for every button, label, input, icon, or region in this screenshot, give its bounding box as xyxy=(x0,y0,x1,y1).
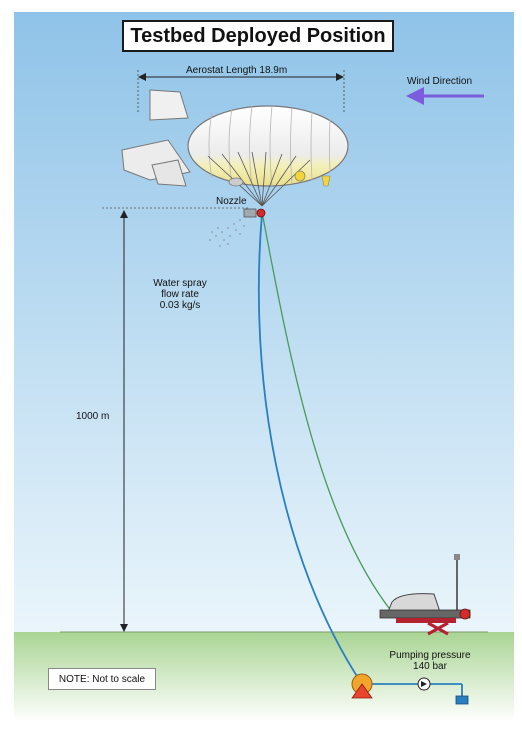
pumping-pressure-line2: 140 bar xyxy=(413,661,447,672)
water-tank-icon xyxy=(455,695,469,705)
note-box: NOTE: Not to scale xyxy=(48,668,156,690)
pumping-pressure-label: Pumping pressure 140 bar xyxy=(382,650,478,672)
water-spray-line3: 0.03 kg/s xyxy=(159,300,201,311)
spray-icon xyxy=(209,219,245,247)
water-spray-label: Water spray flow rate 0.03 kg/s xyxy=(145,278,215,311)
nozzle-label: Nozzle xyxy=(216,196,247,207)
valve-icon xyxy=(417,677,431,691)
altitude-label: 1000 m xyxy=(76,411,110,422)
pump-icon xyxy=(351,673,373,699)
aerostat-length-label: Aerostat Length 18.9m xyxy=(186,65,288,76)
tether-line xyxy=(261,211,393,613)
aerostat-icon xyxy=(121,89,349,207)
wind-direction-label: Wind Direction xyxy=(407,76,473,87)
winch-trailer-icon xyxy=(379,554,471,636)
sky-background xyxy=(14,12,514,632)
nozzle-icon xyxy=(243,208,266,218)
pumping-pressure-line1: Pumping pressure xyxy=(389,650,471,661)
wind-arrow-icon xyxy=(406,87,484,105)
page-title: Testbed Deployed Position xyxy=(122,20,394,52)
water-hose-line xyxy=(257,213,363,685)
water-spray-line2: flow rate xyxy=(161,289,199,300)
water-spray-line1: Water spray xyxy=(153,278,207,289)
